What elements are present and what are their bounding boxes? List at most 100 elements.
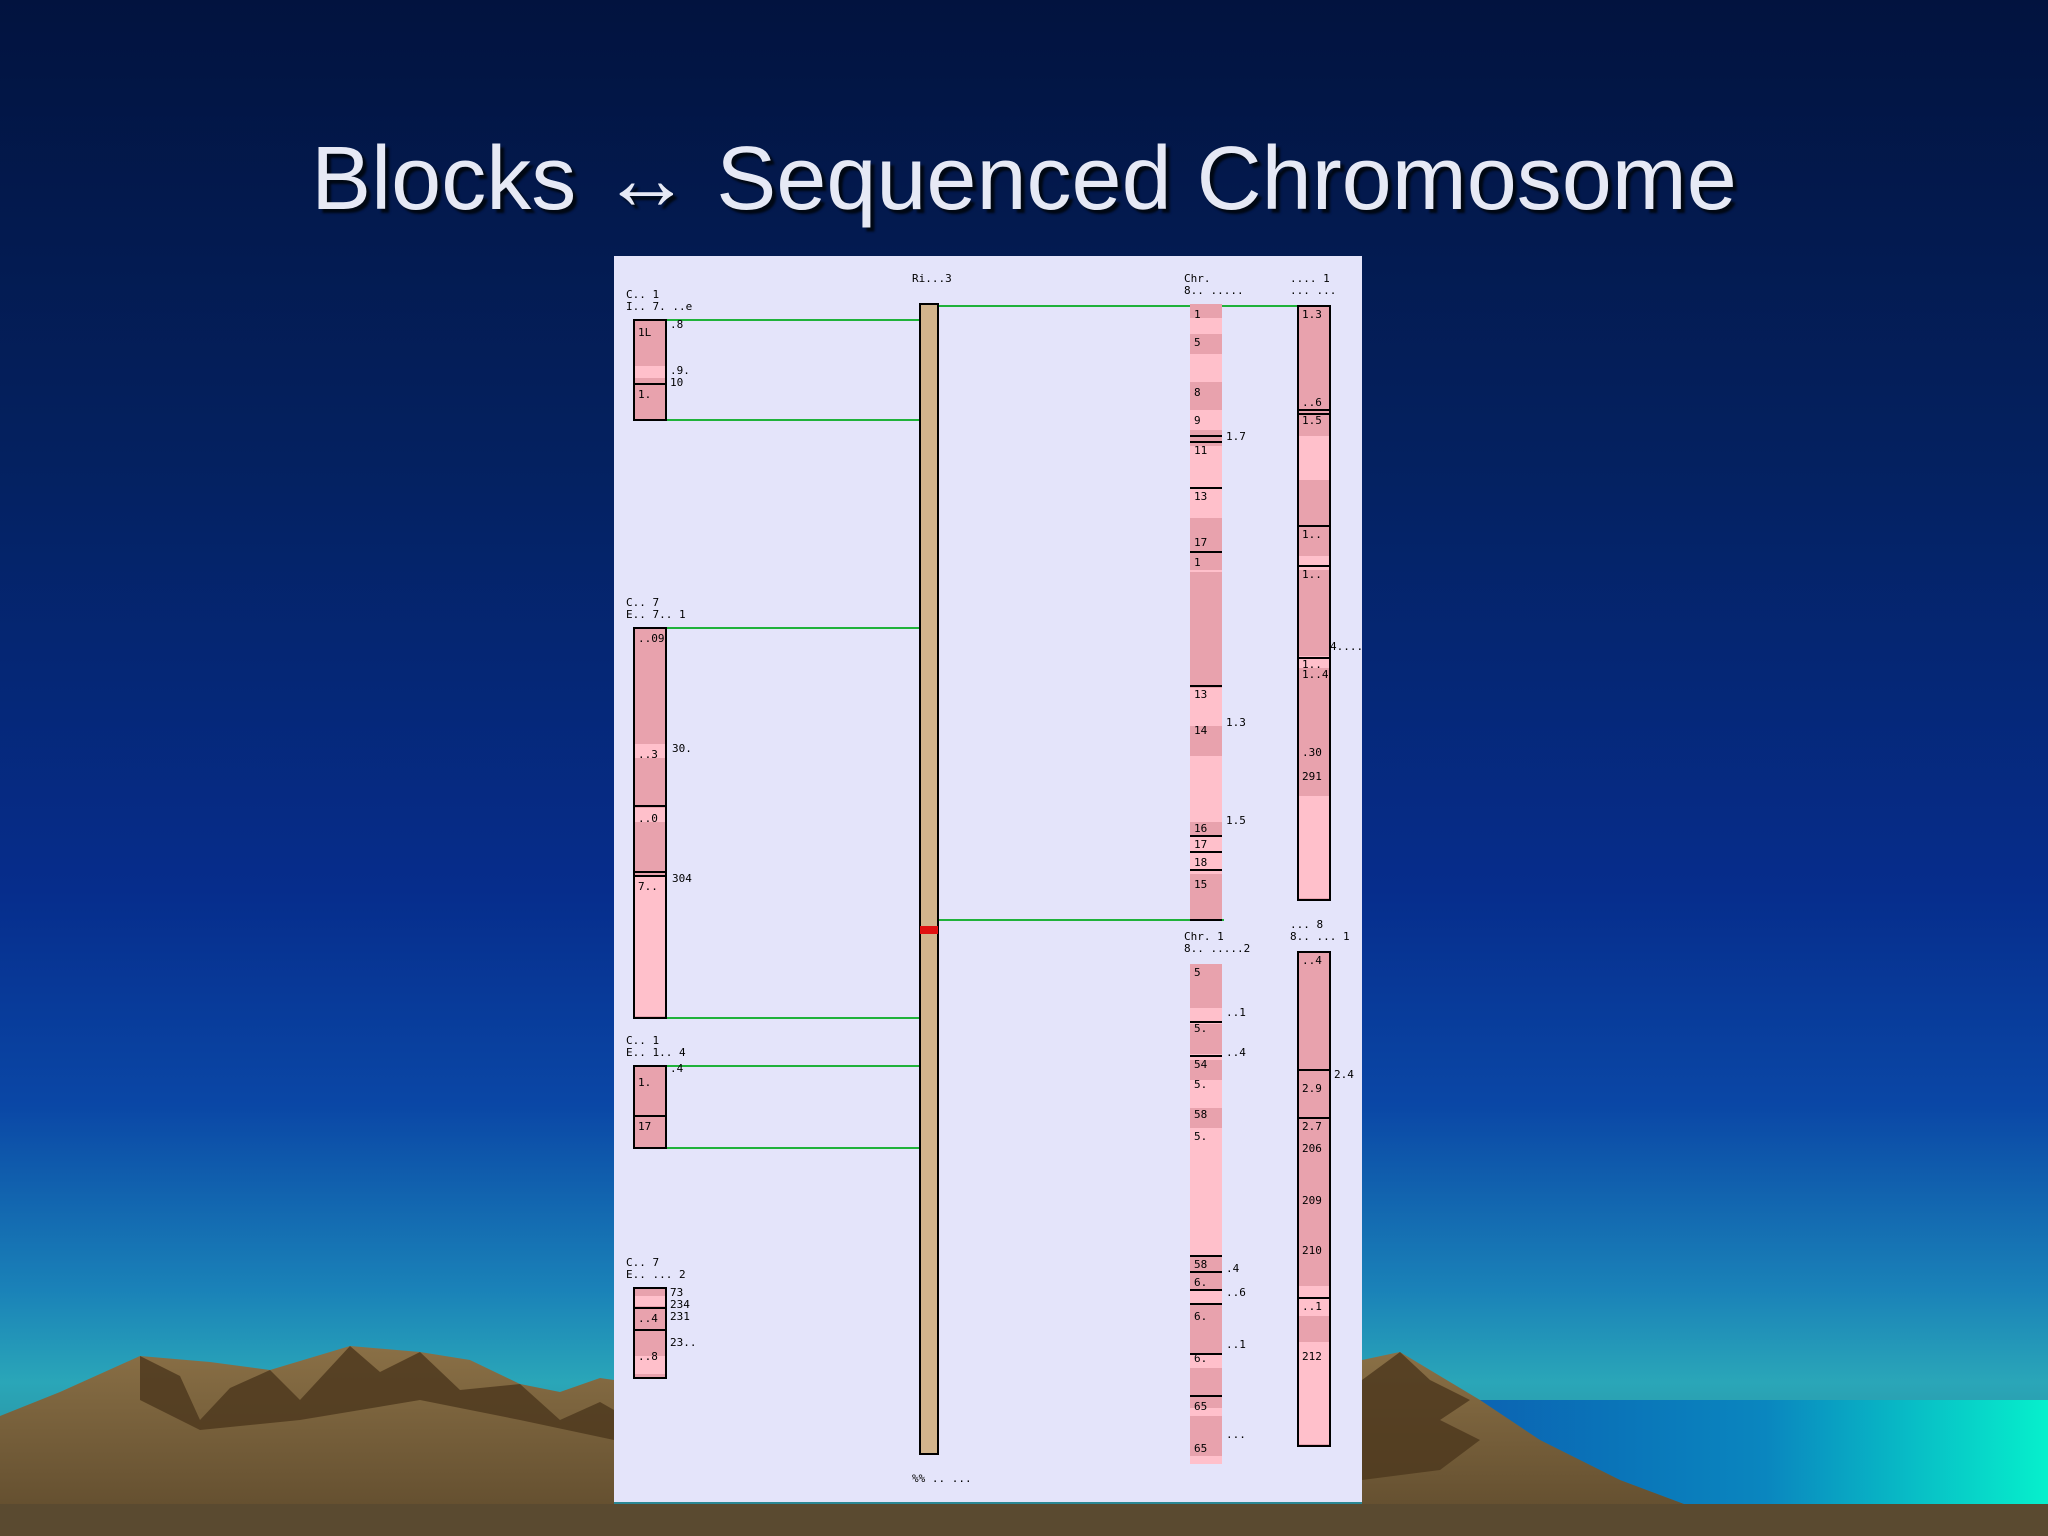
block-band (635, 744, 665, 758)
column-header: 8.. ... 1 (1290, 930, 1350, 943)
central-axis: Ri...3 %% .. ... (912, 272, 972, 1485)
segment-label: 65 (1194, 1400, 1207, 1413)
block-diagram: Ri...3 %% .. ... C.. 1 I.. 7. ..e 1L 1. … (626, 272, 1363, 1485)
segment-label: 9 (1194, 414, 1201, 427)
side-label: 4.... (1330, 640, 1362, 653)
segment-label: 1.. (1302, 568, 1322, 581)
side-label: 1.3 (1226, 716, 1246, 729)
block-band (635, 808, 665, 822)
segment-label: 58 (1194, 1258, 1207, 1271)
segment-label: 1 (1194, 556, 1201, 569)
segment-label: .30 (1302, 746, 1322, 759)
segment-label: ..1 (1302, 1300, 1322, 1313)
side-label: .4 (670, 1062, 684, 1075)
axis-top-label: Ri...3 (912, 272, 952, 285)
column-band (1190, 822, 1222, 836)
segment-label: 13 (1194, 490, 1207, 503)
column-header: ... ... (1290, 284, 1336, 297)
block-band (635, 1296, 665, 1306)
column-band (1190, 874, 1222, 920)
block-header: E.. 7.. 1 (626, 608, 686, 621)
side-label: ..1 (1226, 1338, 1246, 1351)
column-band (1190, 1416, 1222, 1456)
column-band (1190, 304, 1222, 318)
column-band (1190, 518, 1222, 570)
segment-label: 1.3 (1302, 308, 1322, 321)
column-band (1299, 436, 1329, 480)
side-label: 304 (672, 872, 692, 885)
block-header: C.. 7 (626, 596, 659, 609)
side-label: ..1 (1226, 1006, 1246, 1019)
segment-label: 2.7 (1302, 1120, 1322, 1133)
right-column: .... 1 ... ... 1.3 ..6 1.5 1.. 1.. 1.. 1… (1290, 272, 1363, 901)
segment-label: 17 (638, 1120, 651, 1133)
segment-label: 1. (638, 1076, 651, 1089)
mountain-shadow (140, 1346, 614, 1440)
segment-label: ..4 (638, 1312, 658, 1325)
left-block: C.. 1 I.. 7. ..e 1L 1. .8 .9. 10 (626, 288, 692, 421)
segment-label: ..8 (638, 1350, 658, 1363)
left-block: C.. 7 E.. ... 2 ..4 ..8 73 234 231 23.. (626, 1256, 697, 1379)
side-label: .4 (1226, 1262, 1240, 1275)
side-label: ..6 (1226, 1286, 1246, 1299)
segment-label: 1. (638, 388, 651, 401)
column-band (1299, 1342, 1329, 1444)
column-band (1190, 1108, 1222, 1128)
segment-label: 6. (1194, 1276, 1207, 1289)
right-column: Chr. 1 8.. .....2 5 5. (1184, 930, 1250, 1464)
segment-label: ..4 (1302, 954, 1322, 967)
axis-bottom-label: %% .. ... (912, 1472, 972, 1485)
column-header: Chr. 1 (1184, 930, 1224, 943)
segment-label: 6. (1194, 1310, 1207, 1323)
segment-label: 15 (1194, 878, 1207, 891)
segment-label: 14 (1194, 724, 1208, 737)
segment-label: 17 (1194, 536, 1207, 549)
segment-label: 1.5 (1302, 414, 1322, 427)
segment-label: 1L (638, 326, 652, 339)
segment-label: 2.9 (1302, 1082, 1322, 1095)
right-column: ... 8 8.. ... 1 ..4 2.9 2.7 206 209 210 … (1290, 918, 1354, 1447)
segment-label: 65 (1194, 1442, 1207, 1455)
column-band (1190, 964, 1222, 1008)
column-band (1299, 1286, 1329, 1316)
segment-label: 291 (1302, 770, 1322, 783)
block-header: E.. ... 2 (626, 1268, 686, 1281)
block-header: E.. 1.. 4 (626, 1046, 686, 1059)
segment-label: 1 (1194, 308, 1201, 321)
column-band (1190, 1304, 1222, 1354)
side-label: ... (1226, 1428, 1246, 1441)
segment-label: 5. (1194, 1078, 1207, 1091)
segment-label: 5. (1194, 1022, 1207, 1035)
side-label: 234 (670, 1298, 690, 1311)
column-band (1299, 796, 1329, 898)
side-label: .9. (670, 364, 690, 377)
segment-label: 18 (1194, 856, 1207, 869)
segment-label: 54 (1194, 1058, 1208, 1071)
segment-label: 212 (1302, 1350, 1322, 1363)
column-header: Chr. (1184, 272, 1211, 285)
segment-label: 5 (1194, 336, 1201, 349)
segment-label: 11 (1194, 444, 1207, 457)
segment-label: ..0 (638, 812, 658, 825)
axis-marker (920, 926, 938, 934)
segment-label: 16 (1194, 822, 1207, 835)
column-header: 8.. .....2 (1184, 942, 1250, 955)
block-header: C.. 1 (626, 1034, 659, 1047)
side-label: 1.5 (1226, 814, 1246, 827)
side-label: 1.7 (1226, 430, 1246, 443)
block-header: C.. 7 (626, 1256, 659, 1269)
column-band (1190, 1060, 1222, 1080)
segment-label: ..6 (1302, 396, 1322, 409)
segment-label: 5. (1194, 1130, 1207, 1143)
column-band (1190, 726, 1222, 756)
block-bar (633, 1065, 667, 1149)
axis-bar (919, 303, 939, 1455)
right-column: Chr. 8.. ..... (1184, 272, 1246, 921)
segment-label: 7.. (638, 880, 658, 893)
mountain-right-shadow (1362, 1352, 1480, 1480)
column-header: .... 1 (1290, 272, 1330, 285)
column-band (1190, 382, 1222, 410)
segment-label: ..09 (638, 632, 665, 645)
side-label: ..4 (1226, 1046, 1246, 1059)
